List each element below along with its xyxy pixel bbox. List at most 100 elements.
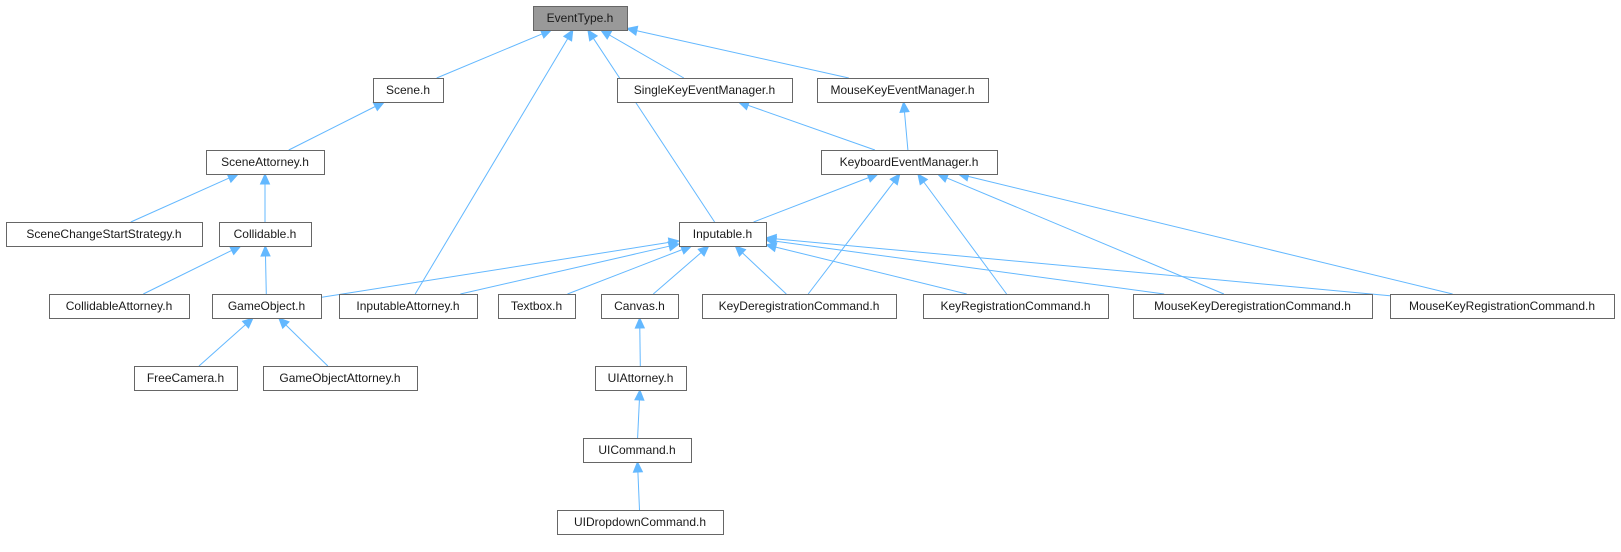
node-box[interactable] — [498, 294, 576, 319]
edge-line — [967, 175, 1453, 295]
arrowhead-icon — [241, 317, 254, 329]
node-box[interactable] — [923, 294, 1109, 319]
node-mousekey[interactable]: MouseKeyEventManager.h — [817, 78, 989, 103]
node-gameobject[interactable]: GameObject.h — [212, 294, 322, 319]
node-label: MouseKeyDeregistrationCommand.h — [1154, 299, 1351, 313]
edge-line — [637, 399, 640, 439]
node-mousereg[interactable]: MouseKeyRegistrationCommand.h — [1390, 294, 1615, 319]
edge-scenechange-to-sceneattorney — [130, 173, 240, 223]
edge-collidable-to-sceneattorney — [259, 172, 271, 222]
node-label: GameObjectAttorney.h — [279, 371, 400, 385]
node-box[interactable] — [134, 366, 238, 391]
edge-line — [143, 249, 232, 295]
node-scenechange[interactable]: SceneChangeStartStrategy.h — [6, 222, 203, 247]
node-box[interactable] — [339, 294, 478, 319]
node-box[interactable] — [817, 78, 989, 103]
node-box[interactable] — [583, 438, 692, 463]
edge-canvas-to-inputable — [652, 245, 710, 295]
arrowhead-icon — [228, 245, 242, 256]
node-textbox[interactable]: Textbox.h — [498, 294, 576, 319]
edge-line — [747, 104, 876, 151]
node-eventtype[interactable]: EventType.h — [533, 6, 628, 31]
edge-keyreg-to-keyboard — [917, 173, 1008, 295]
node-box[interactable] — [595, 366, 687, 391]
edge-gameobjectattorney-to-gameobject — [277, 317, 329, 367]
arrowhead-icon — [899, 100, 910, 113]
edge-line — [414, 38, 569, 295]
node-box[interactable] — [6, 222, 203, 247]
node-box[interactable] — [679, 222, 767, 247]
edge-line — [946, 177, 1225, 295]
node-box[interactable] — [219, 222, 312, 247]
node-label: KeyDeregistrationCommand.h — [719, 299, 880, 313]
node-sceneattorney[interactable]: SceneAttorney.h — [206, 150, 325, 175]
node-label: UICommand.h — [598, 443, 675, 457]
node-scene[interactable]: Scene.h — [373, 78, 444, 103]
edge-mousereg-to-inputable — [764, 233, 1391, 297]
edge-uidropdown-to-uicommand — [632, 460, 644, 511]
node-label: Inputable.h — [693, 227, 752, 241]
node-label: Textbox.h — [511, 299, 562, 313]
edge-textbox-to-inputable — [567, 244, 693, 295]
node-canvas[interactable]: Canvas.h — [601, 294, 679, 319]
edge-inputableattorney-to-inputable — [460, 241, 681, 295]
node-box[interactable] — [1390, 294, 1615, 319]
edge-uicommand-to-uiattorney — [634, 388, 645, 439]
node-box[interactable] — [212, 294, 322, 319]
node-label: KeyRegistrationCommand.h — [940, 299, 1090, 313]
node-box[interactable] — [533, 6, 628, 31]
node-box[interactable] — [1133, 294, 1373, 319]
node-uiattorney[interactable]: UIAttorney.h — [595, 366, 687, 391]
edge-inputableattorney-to-eventtype — [414, 28, 574, 295]
node-keyboard[interactable]: KeyboardEventManager.h — [821, 150, 998, 175]
node-inputableattorney[interactable]: InputableAttorney.h — [339, 294, 478, 319]
node-label: GameObject.h — [228, 299, 305, 313]
edge-keydereg-to-keyboard — [807, 173, 901, 295]
node-box[interactable] — [821, 150, 998, 175]
edge-sceneattorney-to-scene — [288, 101, 386, 151]
arrowhead-icon — [667, 241, 681, 252]
edge-keyboard-to-singlekey — [737, 100, 876, 151]
node-uicommand[interactable]: UICommand.h — [583, 438, 692, 463]
node-keydereg[interactable]: KeyDeregistrationCommand.h — [702, 294, 897, 319]
node-mousedereg[interactable]: MouseKeyDeregistrationCommand.h — [1133, 294, 1373, 319]
node-box[interactable] — [617, 78, 793, 103]
edge-mousekey-to-eventtype — [625, 25, 849, 79]
edge-line — [592, 38, 716, 223]
node-box[interactable] — [601, 294, 679, 319]
edge-keyreg-to-inputable — [764, 242, 967, 295]
edge-line — [807, 181, 895, 295]
arrowhead-icon — [917, 173, 929, 186]
arrowhead-icon — [587, 28, 599, 42]
edge-gameobject-to-collidable — [260, 244, 271, 295]
edge-scene-to-eventtype — [436, 29, 553, 79]
node-collidable[interactable]: Collidable.h — [219, 222, 312, 247]
node-box[interactable] — [49, 294, 190, 319]
node-box[interactable] — [263, 366, 418, 391]
edge-gameobject-to-inputable — [320, 237, 681, 298]
node-box[interactable] — [206, 150, 325, 175]
edge-freecamera-to-gameobject — [198, 317, 254, 367]
edge-line — [775, 240, 1165, 295]
edge-uiattorney-to-canvas — [634, 316, 646, 367]
node-box[interactable] — [557, 510, 724, 535]
node-gameobjectattorney[interactable]: GameObjectAttorney.h — [263, 366, 418, 391]
node-label: SceneChangeStartStrategy.h — [26, 227, 181, 241]
node-uidropdown[interactable]: UIDropdownCommand.h — [557, 510, 724, 535]
node-freecamera[interactable]: FreeCamera.h — [134, 366, 238, 391]
edge-line — [775, 238, 1391, 297]
node-box[interactable] — [373, 78, 444, 103]
edge-line — [637, 471, 640, 511]
node-singlekey[interactable]: SingleKeyEventManager.h — [617, 78, 793, 103]
edge-inputable-to-eventtype — [587, 28, 716, 223]
node-keyreg[interactable]: KeyRegistrationCommand.h — [923, 294, 1109, 319]
node-collidableattorney[interactable]: CollidableAttorney.h — [49, 294, 190, 319]
arrowhead-icon — [562, 28, 574, 42]
node-label: Scene.h — [386, 83, 430, 97]
node-label: FreeCamera.h — [147, 371, 224, 385]
node-box[interactable] — [702, 294, 897, 319]
node-inputable[interactable]: Inputable.h — [679, 222, 767, 247]
node-label: UIDropdownCommand.h — [574, 515, 706, 529]
